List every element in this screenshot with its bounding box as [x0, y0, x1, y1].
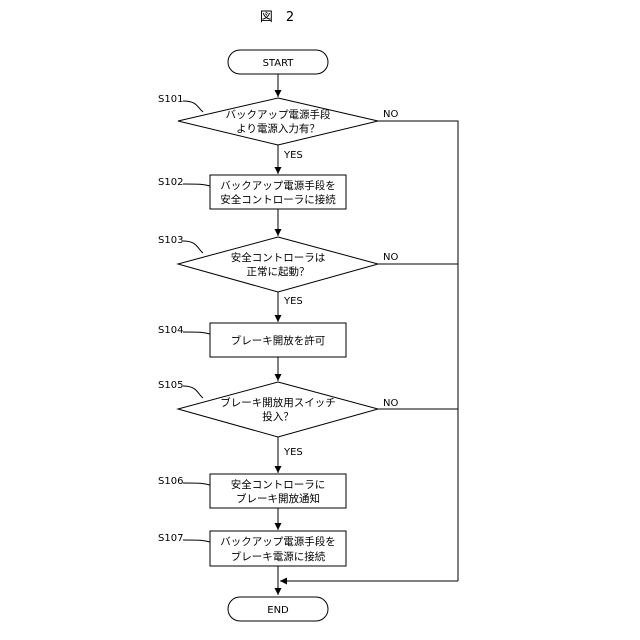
- s101-no-label: NO: [383, 109, 398, 120]
- s105-line-2: 投入？: [262, 410, 294, 423]
- s103-line-1: 安全コントローラは: [231, 251, 326, 264]
- step-s106-process: 安全コントローラに ブレーキ開放通知 S106: [158, 474, 346, 508]
- s107-line-1: バックアップ電源手段を: [220, 535, 336, 548]
- s101-line-2: より電源入力有？: [236, 122, 320, 135]
- s101-line-1: バックアップ電源手段: [226, 108, 331, 121]
- s103-id: S103: [158, 235, 183, 246]
- s102-line-1: バックアップ電源手段を: [220, 179, 336, 192]
- s105-line-1: ブレーキ開放用スイッチ: [220, 396, 336, 409]
- s102-line-2: 安全コントローラに接続: [220, 193, 336, 206]
- s105-no-label: NO: [383, 398, 398, 409]
- s104-id: S104: [158, 325, 183, 336]
- step-s107-process: バックアップ電源手段を ブレーキ電源に接続 S107: [158, 531, 346, 566]
- s102-id: S102: [158, 177, 183, 188]
- step-s102-process: バックアップ電源手段を 安全コントローラに接続 S102: [158, 175, 346, 209]
- figure-title: 図 2: [260, 10, 294, 25]
- s104-line-1: ブレーキ開放を許可: [231, 334, 326, 347]
- end-terminal: END: [228, 597, 328, 621]
- s103-yes-label: YES: [283, 296, 303, 307]
- s107-id: S107: [158, 533, 183, 544]
- s101-id: S101: [158, 94, 183, 105]
- start-terminal: START: [228, 50, 328, 74]
- s106-id: S106: [158, 476, 183, 487]
- s101-yes-label: YES: [283, 150, 303, 161]
- s105-yes-label: YES: [283, 447, 303, 458]
- s105-id: S105: [158, 380, 183, 391]
- s106-line-2: ブレーキ開放通知: [236, 492, 320, 505]
- s103-line-2: 正常に起動？: [247, 265, 310, 278]
- start-label: START: [263, 58, 295, 69]
- s107-line-2: ブレーキ電源に接続: [231, 550, 326, 563]
- s103-no-label: NO: [383, 252, 398, 263]
- step-s104-process: ブレーキ開放を許可 S104: [158, 323, 346, 357]
- end-label: END: [267, 605, 289, 616]
- s106-line-1: 安全コントローラに: [231, 478, 326, 491]
